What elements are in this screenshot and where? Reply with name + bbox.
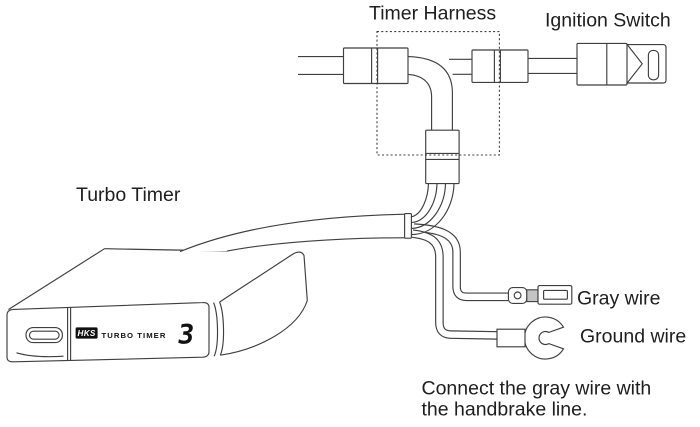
hks-logo: HKS xyxy=(75,327,98,339)
turbo-timer-device: HKS TURBO TIMER 3 xyxy=(6,248,308,363)
device-front-face xyxy=(6,302,210,363)
tjoint-outer-curve xyxy=(407,56,453,131)
gray-wire-terminal-icon xyxy=(507,285,573,305)
turbo-timer-label: Turbo Timer xyxy=(76,184,181,206)
ribbon-cable xyxy=(179,213,412,253)
gray-wire xyxy=(413,223,508,302)
timer-harness-label: Timer Harness xyxy=(369,3,496,25)
wire-fan xyxy=(411,183,455,236)
harness-connector-left xyxy=(342,47,409,85)
faceplate-bottom-bevel xyxy=(16,352,64,358)
tjoint-inner-curve xyxy=(407,73,433,131)
device-display-digit: 3 xyxy=(176,320,197,351)
ignition-key-slot xyxy=(647,49,660,81)
ignition-switch-label: Ignition Switch xyxy=(545,10,671,32)
gray-wire-label: Gray wire xyxy=(577,288,660,310)
harness-connector-right xyxy=(471,49,529,83)
device-side-bottom-edge xyxy=(220,300,308,356)
device-corner-band-inner xyxy=(213,302,219,357)
device-display: 3 xyxy=(176,320,197,351)
ground-wire-label: Ground wire xyxy=(580,326,686,348)
timer-harness-boundary xyxy=(376,31,500,156)
device-top-right-edge xyxy=(219,251,308,303)
note-line-1: Connect the gray wire with xyxy=(422,378,652,400)
device-corner-band-outer xyxy=(219,301,225,356)
ignition-key-icon xyxy=(626,44,667,84)
ignition-switch-connector xyxy=(576,42,667,86)
hks-logo-text: HKS xyxy=(78,329,96,338)
note-line-2: the handbrake line. xyxy=(422,399,588,421)
device-model-label: TURBO TIMER xyxy=(102,331,167,340)
device-button xyxy=(25,327,63,344)
ribbon-cable-end-cap xyxy=(404,213,412,239)
device-top-left-edge xyxy=(8,248,105,310)
harness-wiring xyxy=(298,31,667,185)
note-text: Connect the gray wire with the handbrake… xyxy=(422,378,652,421)
ground-wire xyxy=(412,229,498,340)
ground-wire-terminal-icon xyxy=(496,316,565,360)
harness-connector-bottom xyxy=(425,129,460,185)
lower-wires xyxy=(411,183,573,360)
